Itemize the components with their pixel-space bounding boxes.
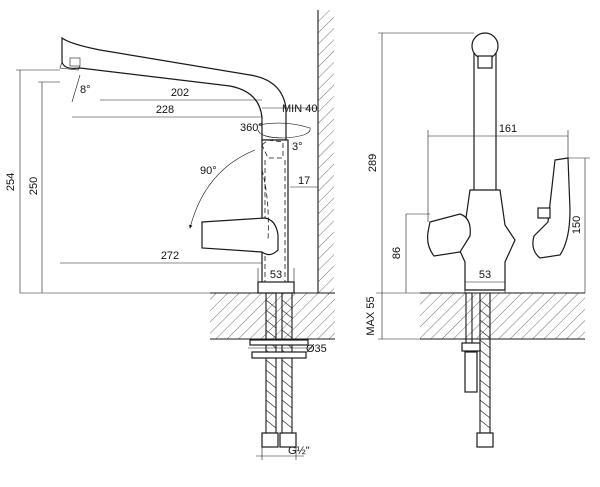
dim-3-deg: 3°: [292, 141, 303, 153]
dim-min-40: MIN 40: [282, 103, 317, 115]
dim-lines-side: [16, 69, 318, 460]
dim-thread: G½": [288, 445, 310, 457]
lever-side: [201, 217, 279, 256]
dim-254: 254: [5, 173, 17, 191]
dim-17: 17: [298, 175, 310, 187]
lever-raised: [261, 139, 284, 159]
dim-161: 161: [499, 123, 517, 135]
dim-90-deg: 90°: [200, 165, 217, 177]
spout-front: [473, 51, 497, 193]
dim-lines-front: [378, 32, 590, 340]
dim-150: 150: [571, 216, 583, 234]
dim-max-55: MAX 55: [365, 296, 377, 335]
countertop-right: [420, 293, 585, 339]
dim-360-deg: 360°: [240, 122, 263, 134]
dim-228: 228: [156, 104, 174, 116]
lever-right-front: [532, 157, 571, 259]
supply-hoses-side: [249, 292, 309, 448]
faucet-body-side: [261, 139, 289, 291]
countertop-left: [210, 293, 335, 339]
side-view: 254 250 8° 202 228 MIN 40 360° 3° 90° 17…: [5, 10, 335, 460]
dim-250: 250: [28, 177, 40, 195]
dim-289: 289: [367, 154, 379, 172]
lever-left-front: [427, 213, 471, 257]
dim-202: 202: [171, 87, 189, 99]
dim-272: 272: [161, 250, 179, 262]
front-view: 289 161 86 150 53 MAX 55: [365, 32, 590, 448]
dim-diameter-35: Ø35: [306, 343, 327, 355]
dim-8-deg: 8°: [80, 84, 91, 96]
supply-hoses-front: [461, 292, 494, 448]
wall-hatch: [318, 10, 334, 295]
dim-86: 86: [391, 247, 403, 259]
dim-53-side: 53: [270, 269, 282, 281]
dim-53-front: 53: [479, 269, 491, 281]
